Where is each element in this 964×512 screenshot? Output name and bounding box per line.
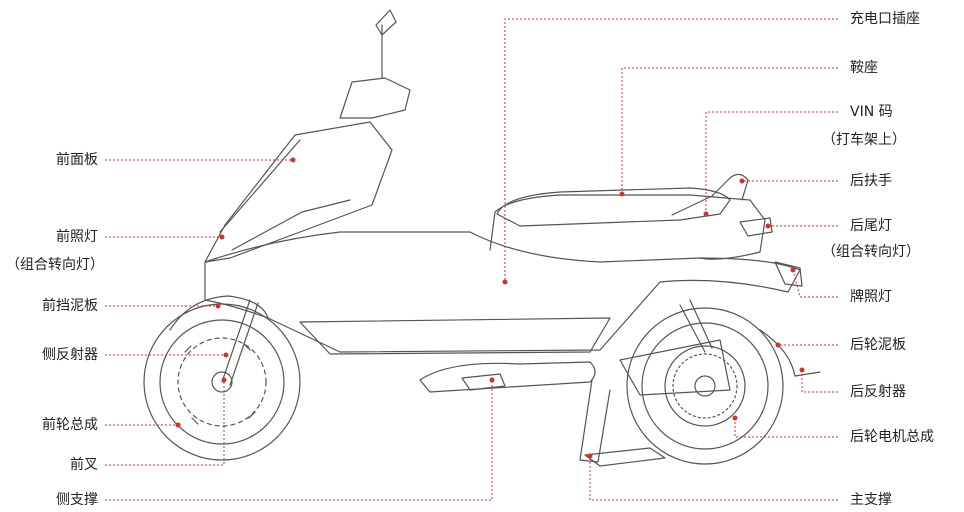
label-rear-motor: 后轮电机总成 [850,429,934,445]
handlebar [339,77,411,119]
rear-fender [759,329,821,377]
front-wheel [143,303,301,461]
label-saddle: 鞍座 [850,60,878,76]
tail-light [739,217,773,237]
swingarm [619,339,731,396]
label-side-stand: 侧支撑 [56,492,98,508]
rear-wheel [626,307,784,465]
label-front-light: 前照灯 [56,229,98,245]
front-fender [169,295,269,331]
plate-light [774,261,803,287]
label-plate-light: 牌照灯 [850,289,892,305]
label-vin-sub: （打车架上） [822,132,906,148]
label-charging-port: 充电口插座 [850,11,920,27]
label-front-panel: 前面板 [56,152,98,168]
front-fork [221,299,259,386]
mirror [375,9,397,79]
main-stand [579,379,611,463]
label-front-light-sub: （组合转向灯） [6,257,104,273]
label-tail-light-sub: （组合转向灯） [822,244,920,260]
side-stand [461,373,506,391]
label-rear-reflector: 后反射器 [850,384,906,400]
label-front-wheel: 前轮总成 [42,417,98,433]
floorboard [299,317,611,355]
lower-body [204,231,801,353]
anchor-dots [175,157,805,459]
label-front-fork: 前叉 [70,457,98,473]
shock [679,299,713,353]
label-rear-fender: 后轮泥板 [850,337,906,353]
label-side-reflector: 侧反射器 [42,347,98,363]
rear-handle [671,173,749,216]
side-cover [419,361,596,393]
label-front-fender: 前挡泥板 [42,298,98,314]
label-rear-handle: 后扶手 [850,173,892,189]
label-tail-light: 后尾灯 [850,218,892,234]
leader-lines [105,18,838,501]
label-main-stand: 主支撑 [850,492,892,508]
label-vin: VIN 码 [850,104,893,120]
rear-body [489,194,766,260]
front-body [204,121,393,263]
saddle [496,187,731,227]
